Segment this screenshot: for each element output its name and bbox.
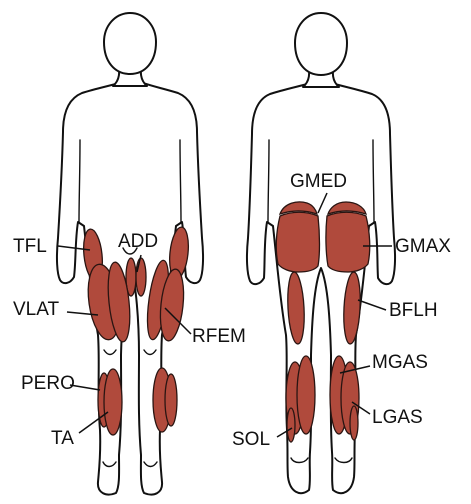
leader-bflh <box>358 300 386 310</box>
label-pero: PERO <box>21 373 75 394</box>
label-add: ADD <box>118 231 158 252</box>
muscle-sol-right <box>350 406 358 440</box>
label-mgas: MGAS <box>372 352 428 373</box>
back-head <box>295 13 347 75</box>
label-ta: TA <box>51 428 74 449</box>
label-lgas: LGAS <box>372 407 423 428</box>
label-sol: SOL <box>232 429 270 450</box>
muscle-mgas-left <box>297 356 315 434</box>
muscle-add-right <box>136 258 146 296</box>
muscle-sol-left <box>287 408 295 442</box>
muscle-ta-left <box>104 369 122 435</box>
label-bflh: BFLH <box>389 300 438 321</box>
label-gmed: GMED <box>290 171 347 192</box>
muscle-gmax-left <box>276 212 319 272</box>
front-head <box>104 13 156 74</box>
label-tfl: TFL <box>13 236 47 257</box>
label-gmax: GMAX <box>395 236 451 257</box>
label-rfem: RFEM <box>192 326 246 347</box>
front-body-figure <box>57 13 203 495</box>
muscle-gmax-right <box>326 212 370 272</box>
label-vlat: VLAT <box>13 299 60 320</box>
muscle-pero-right <box>165 374 177 426</box>
